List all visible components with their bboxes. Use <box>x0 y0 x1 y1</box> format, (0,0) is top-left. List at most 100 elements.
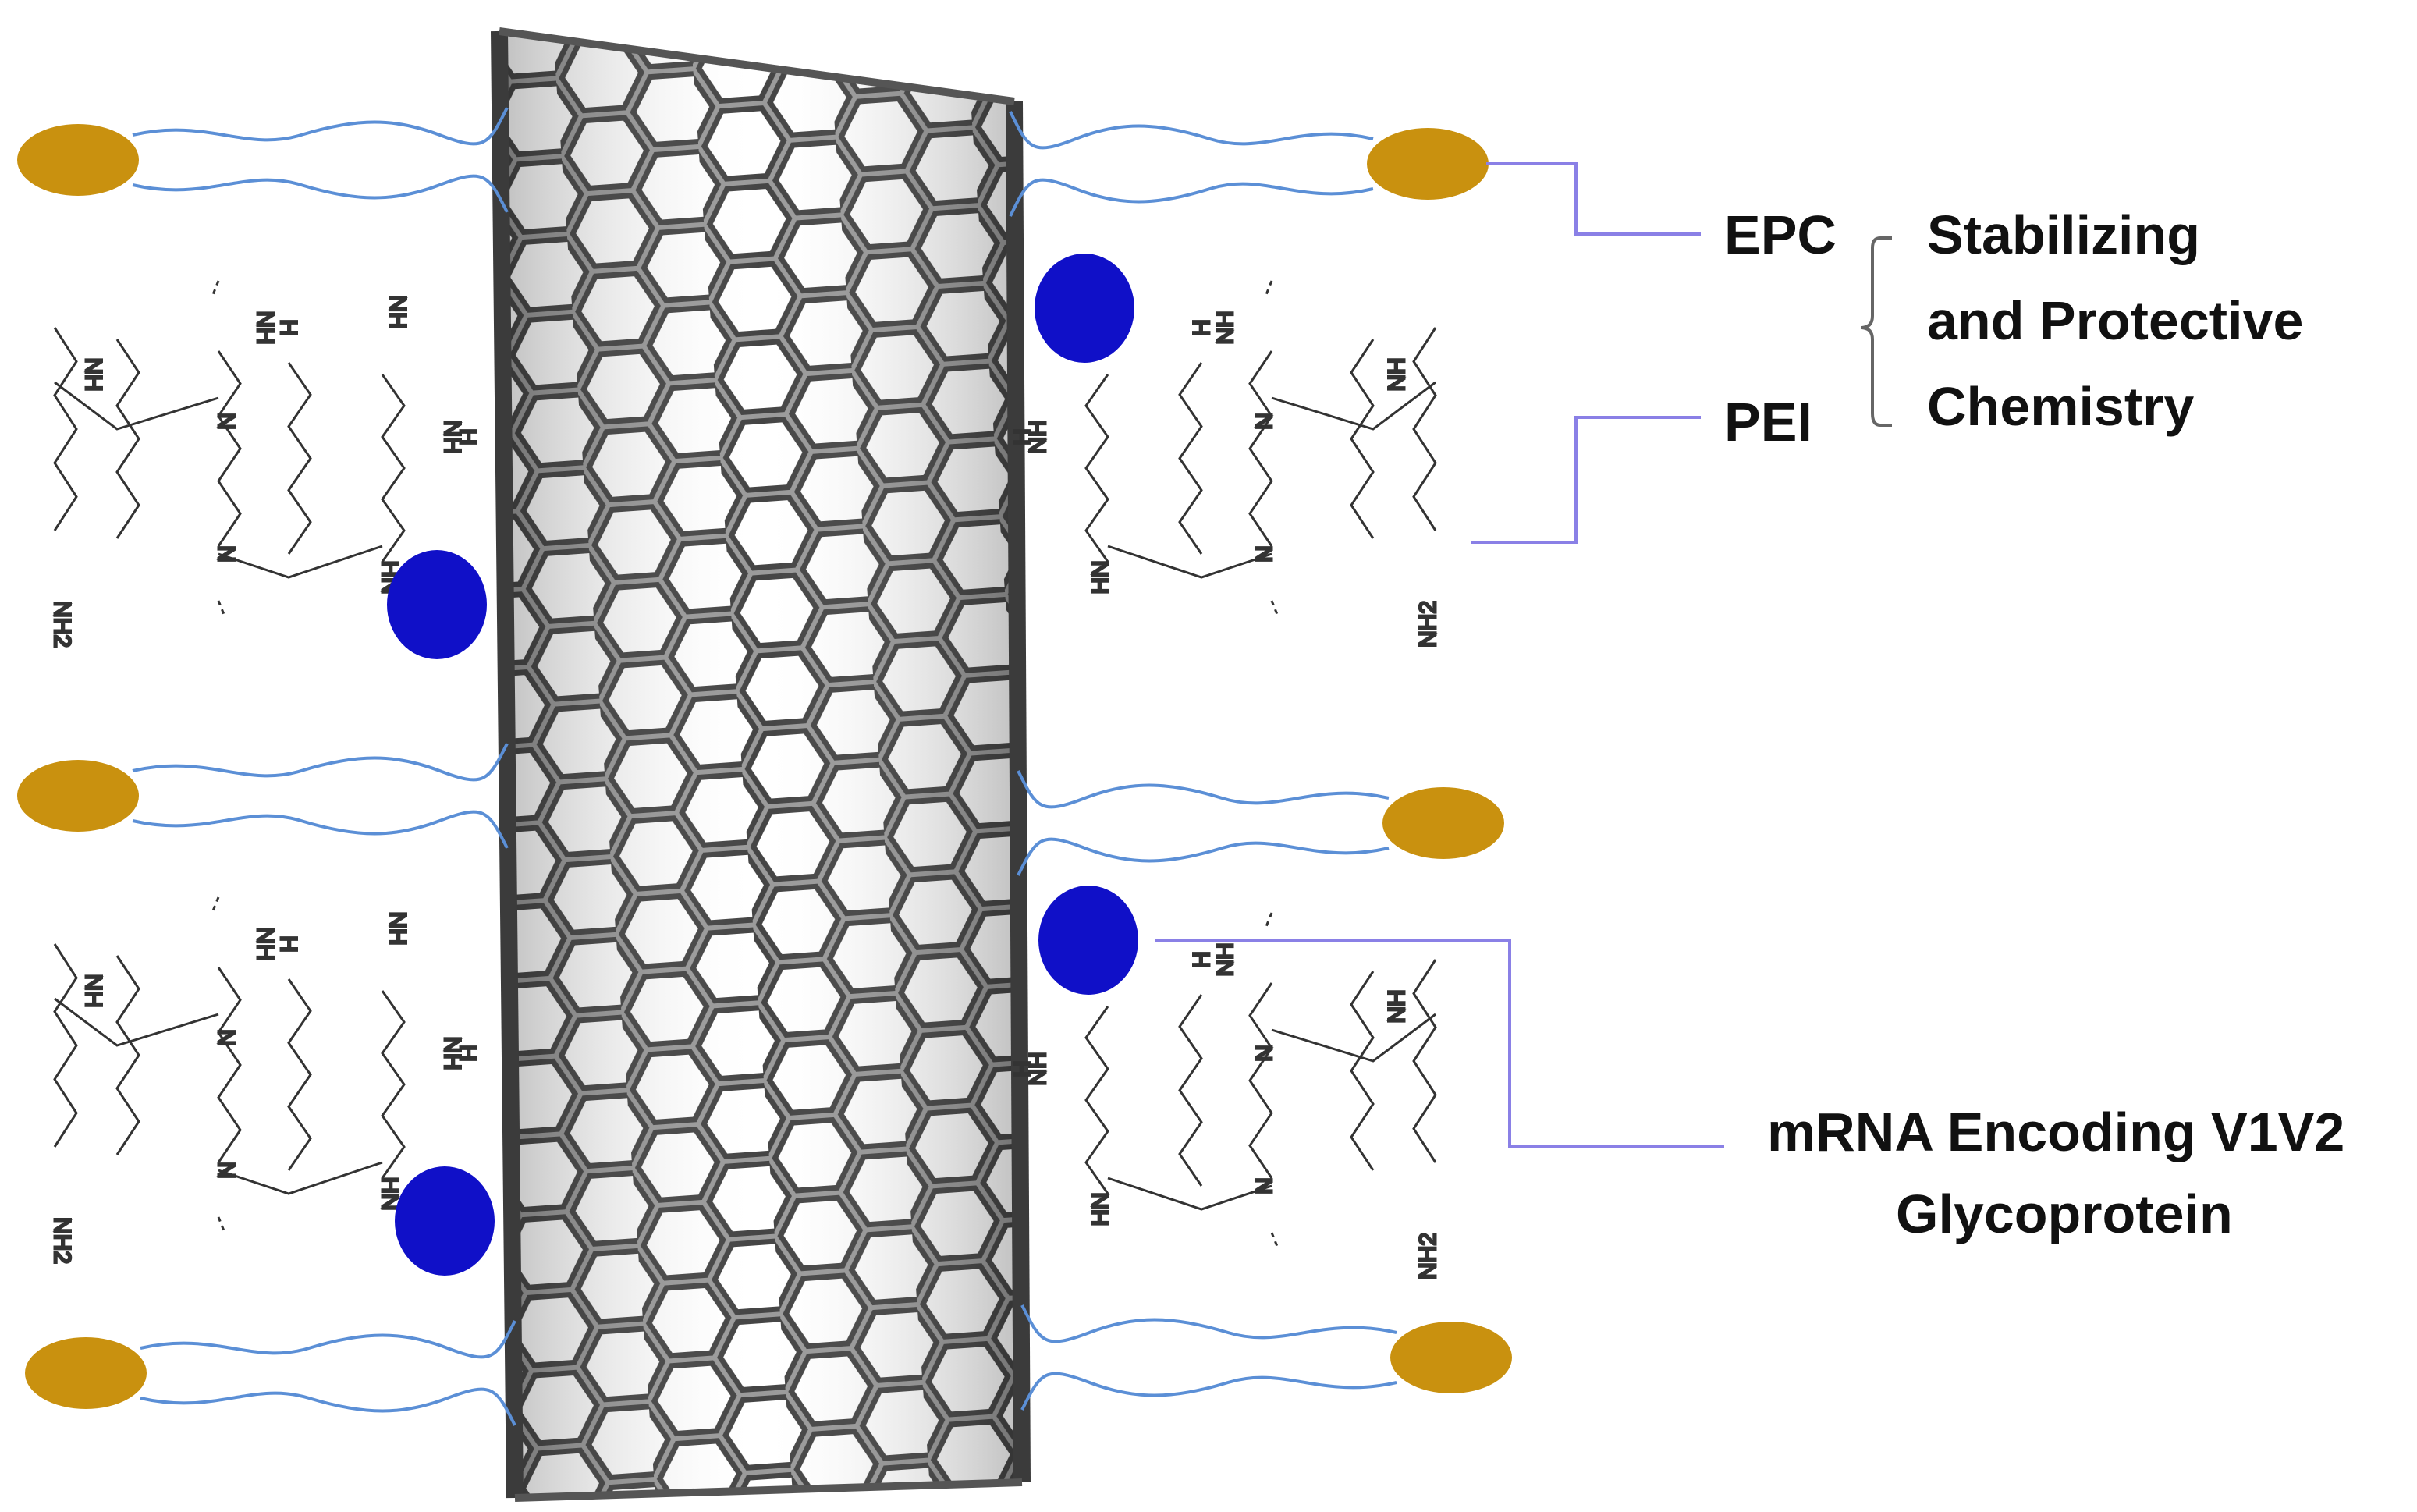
pei-bond <box>211 280 226 617</box>
pei-bond <box>54 997 219 1047</box>
pei-bond <box>1107 1177 1272 1211</box>
epc-lipid <box>17 743 509 849</box>
pei-bond <box>1084 374 1109 563</box>
epc-head <box>17 124 139 196</box>
pei-atom-label: NH <box>439 1036 465 1070</box>
pei-bond <box>1271 1013 1436 1063</box>
pei-bond <box>287 362 312 555</box>
epc-head <box>1382 787 1504 859</box>
mrna-blob <box>1035 254 1134 363</box>
pei-atom-label: N <box>1251 1177 1277 1194</box>
pei-atom-label: HN <box>1088 560 1113 594</box>
pei-bond <box>53 327 78 531</box>
epc-lipid <box>17 107 509 213</box>
pei-atom-label: NH2 <box>1415 601 1441 648</box>
pei-bond <box>287 978 312 1171</box>
epc-lipid <box>1017 770 1504 876</box>
pei-atom-label: HN <box>1088 1192 1113 1226</box>
lipid-tail <box>140 1387 516 1426</box>
pei-atom-label: H <box>455 428 481 445</box>
pei-atom-label: NH <box>80 357 106 391</box>
pei-bond <box>1350 971 1375 1171</box>
pei-bond <box>211 896 226 1233</box>
group-label-line1: Stabilizing <box>1927 204 2200 265</box>
lipid-tail <box>132 174 509 213</box>
pei-bond <box>1107 545 1272 579</box>
pei-atom-label: N <box>1251 545 1277 563</box>
pei-bond <box>1412 327 1437 531</box>
pei-atom-label: NH <box>1025 1052 1051 1085</box>
epc-label: EPC <box>1724 204 1837 265</box>
pei-label: PEI <box>1724 392 1812 453</box>
pei-atom-label: NH <box>252 311 278 344</box>
pei-atom-label: N <box>213 545 239 563</box>
pei-atom-label: HN <box>377 1177 403 1210</box>
pei-atom-label: NH <box>1212 311 1238 344</box>
mrna-leader-line <box>1155 939 1724 1148</box>
carbon-nanotube <box>491 27 1031 1502</box>
pei-bond <box>1264 280 1279 617</box>
lipid-tail <box>132 743 509 782</box>
epc-head <box>1367 128 1489 200</box>
pei-atom-label: NH <box>1025 420 1051 453</box>
lipid-tail <box>140 1320 516 1359</box>
pei-leader-line <box>1471 416 1701 544</box>
lipid-tail <box>1017 837 1390 876</box>
pei-bond <box>54 381 219 431</box>
mrna-blob <box>395 1166 495 1276</box>
lipid-tail <box>1017 770 1390 809</box>
pei-bond <box>1412 959 1437 1163</box>
pei-atom-label: NH2 <box>1415 1233 1441 1280</box>
epc-head <box>25 1337 147 1409</box>
mrna-label-line1: mRNA Encoding V1V2 <box>1767 1102 2344 1162</box>
pei-atom-label: N <box>213 413 239 430</box>
lipid-tail <box>1020 1304 1397 1343</box>
pei-bond <box>217 350 242 547</box>
epc-lipid <box>1009 111 1489 217</box>
pei-bond <box>115 955 140 1155</box>
pei-atom-label: H <box>1189 319 1215 336</box>
pei-atom-label: NH <box>385 295 410 328</box>
group-brace <box>1860 236 1892 427</box>
epc-leader-line <box>1486 162 1701 236</box>
pei-atom-label: N <box>213 1162 239 1179</box>
lipid-tail <box>132 810 509 849</box>
group-label-line2: and Protective <box>1927 290 2303 351</box>
pei-atom-label: H <box>275 319 301 336</box>
pei-atom-label: H <box>275 935 301 953</box>
pei-bond <box>1178 994 1203 1187</box>
epc-head <box>17 760 139 832</box>
group-label-line3: Chemistry <box>1927 376 2194 437</box>
pei-atom-label: N <box>213 1029 239 1046</box>
pei-bond <box>115 339 140 539</box>
mrna-blob <box>1038 886 1138 995</box>
epc-lipid <box>1020 1304 1512 1411</box>
pei-atom-label: H <box>455 1045 481 1062</box>
pei-bond <box>1271 381 1436 431</box>
pei-atom-label: NH <box>252 927 278 960</box>
lipid-tail <box>1009 111 1374 150</box>
pei-atom-label: NH <box>1212 942 1238 976</box>
pei-atom-label: H <box>1010 428 1035 445</box>
epc-lipid <box>25 1320 516 1426</box>
pei-bond <box>217 967 242 1163</box>
mrna-blob <box>387 550 487 659</box>
pei-atom-label: NH <box>1384 989 1410 1023</box>
pei-atom-label: N <box>1251 413 1277 430</box>
pei-bond <box>1084 1006 1109 1194</box>
pei-atom-label: H <box>1010 1060 1035 1077</box>
pei-atom-label: NH <box>385 911 410 945</box>
leader-lines <box>1155 162 1892 1148</box>
pei-atom-label: NH <box>439 420 465 453</box>
pei-bond <box>381 374 406 563</box>
pei-bond <box>1178 362 1203 555</box>
pei-atom-label: N <box>1251 1045 1277 1062</box>
pei-atom-label: H <box>1189 951 1215 968</box>
pei-atom-label: NH <box>80 974 106 1007</box>
pei-bond <box>1264 912 1279 1249</box>
pei-bond <box>218 545 383 579</box>
pei-bond <box>53 943 78 1148</box>
